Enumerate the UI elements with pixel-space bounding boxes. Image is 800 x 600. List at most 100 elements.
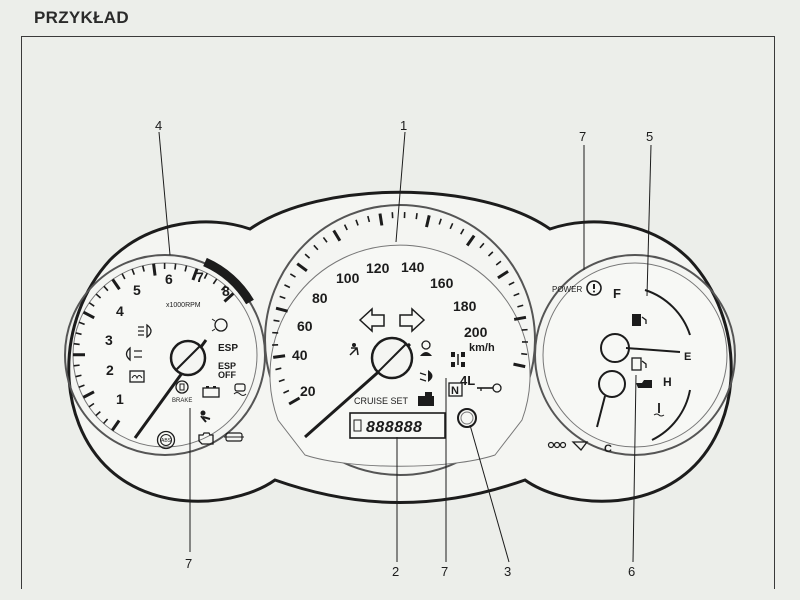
tachometer-tick	[75, 332, 82, 336]
tachometer-hub-line	[175, 345, 201, 371]
tach-label-8: 8	[222, 283, 230, 299]
tachometer-tick	[111, 419, 121, 432]
speedometer-tick	[513, 292, 520, 297]
tachometer-tick	[131, 268, 136, 275]
speedometer-tick	[513, 315, 527, 321]
tach-label-3: 3	[105, 332, 113, 348]
speedometer-tick	[449, 223, 454, 230]
tachometer-tick	[78, 321, 85, 326]
check-engine-icon	[198, 432, 214, 445]
callout-5: 5	[646, 129, 653, 144]
speedometer-tick	[275, 367, 282, 371]
four-wheel-drive-icon	[451, 352, 465, 367]
speedometer-tick	[273, 319, 280, 323]
speedometer-tick	[508, 281, 515, 286]
speedometer-tick	[513, 362, 526, 369]
key-immobilizer-icon	[477, 383, 502, 393]
speedometer-tick	[278, 378, 285, 383]
brake-label: BRAKE	[172, 398, 192, 404]
page-frame	[21, 36, 775, 589]
leader-1	[395, 131, 406, 243]
speedometer-tick	[313, 244, 319, 251]
brake-warning-icon	[175, 380, 189, 394]
airbag-warning-icon	[200, 410, 211, 423]
tachometer-tick	[220, 285, 227, 291]
speedometer-tick	[283, 389, 290, 394]
speedometer-tick	[438, 218, 442, 225]
esp-off-line-2: OFF	[218, 370, 236, 380]
speedometer-tick	[378, 213, 384, 226]
speed-label-200: 200	[464, 324, 488, 340]
leader-3	[469, 424, 510, 563]
tachometer-tick	[141, 265, 145, 272]
tach-label-4: 4	[116, 303, 124, 319]
tachometer-tick	[111, 278, 121, 291]
speedometer-tick-marks	[272, 212, 528, 406]
tachometer-tick	[203, 272, 208, 279]
tachometer-tick	[152, 263, 157, 276]
speedometer-tick	[517, 304, 524, 308]
callout-3: 3	[504, 564, 511, 579]
esp-indicator: ESP	[218, 343, 238, 354]
speedometer-tick	[465, 234, 476, 247]
abs-warning-icon: ABS	[156, 430, 176, 450]
speedometer-tick	[367, 215, 371, 223]
temp-cold-label: C	[604, 443, 612, 455]
speedometer-tick	[415, 213, 418, 220]
speed-label-120: 120	[366, 260, 390, 276]
fuel-low-icon	[631, 357, 647, 371]
callout-6: 6	[628, 564, 635, 579]
tachometer-tick	[102, 418, 109, 425]
tachometer-redline	[203, 257, 254, 305]
tachometer-tick	[82, 390, 95, 399]
speedometer-tick	[521, 352, 528, 356]
tachometer-tick-marks	[72, 262, 235, 432]
turn-signal-right-icon	[399, 307, 426, 333]
speed-label-180: 180	[453, 298, 477, 314]
speedometer-rim	[264, 204, 536, 476]
speed-label-100: 100	[336, 270, 360, 286]
oil-pressure-icon	[636, 380, 652, 388]
oil-can-icon	[571, 441, 589, 451]
abs-label: ABS	[161, 438, 172, 444]
speedometer-tick	[275, 306, 289, 313]
fog-light-front-icon	[125, 346, 142, 362]
speed-unit: km/h	[469, 342, 495, 354]
door-open-icon	[420, 340, 432, 356]
tach-label-5: 5	[133, 282, 141, 298]
speed-label-40: 40	[292, 347, 308, 363]
speed-label-60: 60	[297, 318, 313, 334]
tach-label-6: 6	[165, 271, 173, 287]
speedometer-tick	[343, 224, 348, 231]
low-beam-icon	[419, 370, 433, 382]
leader-6	[632, 374, 637, 563]
tachometer-tick	[88, 302, 95, 307]
tachometer-tick	[184, 265, 188, 272]
tach-label-1: 1	[116, 391, 124, 407]
speedometer-tick	[288, 396, 301, 406]
esp-off-line-1: ESP	[218, 361, 236, 371]
speedometer-tick	[495, 260, 502, 266]
callout-7-top: 7	[579, 129, 586, 144]
four-low-indicator: 4L	[460, 373, 475, 388]
speedometer-tick	[304, 253, 311, 259]
speedometer-tick	[487, 251, 494, 257]
speedometer-tick	[272, 354, 286, 359]
speedometer-tick	[479, 242, 485, 249]
temp-gauge-arc	[651, 389, 691, 441]
power-mode-label: POWER	[552, 285, 582, 294]
traction-slip-icon	[233, 383, 247, 396]
callout-1: 1	[400, 118, 407, 133]
tachometer-tick	[212, 278, 218, 285]
fuel-gauge-arc	[644, 289, 691, 336]
high-beam-icon	[138, 323, 152, 339]
temp-gauge-hub	[598, 370, 626, 398]
rear-fog-glow-icon	[547, 441, 567, 449]
speed-label-160: 160	[430, 275, 454, 291]
speedometer-tick	[497, 270, 509, 280]
tachometer-tick	[95, 293, 102, 299]
fuel-full-label: F	[613, 286, 621, 301]
speedometer-tick	[460, 228, 465, 235]
tachometer-tick	[88, 402, 95, 408]
